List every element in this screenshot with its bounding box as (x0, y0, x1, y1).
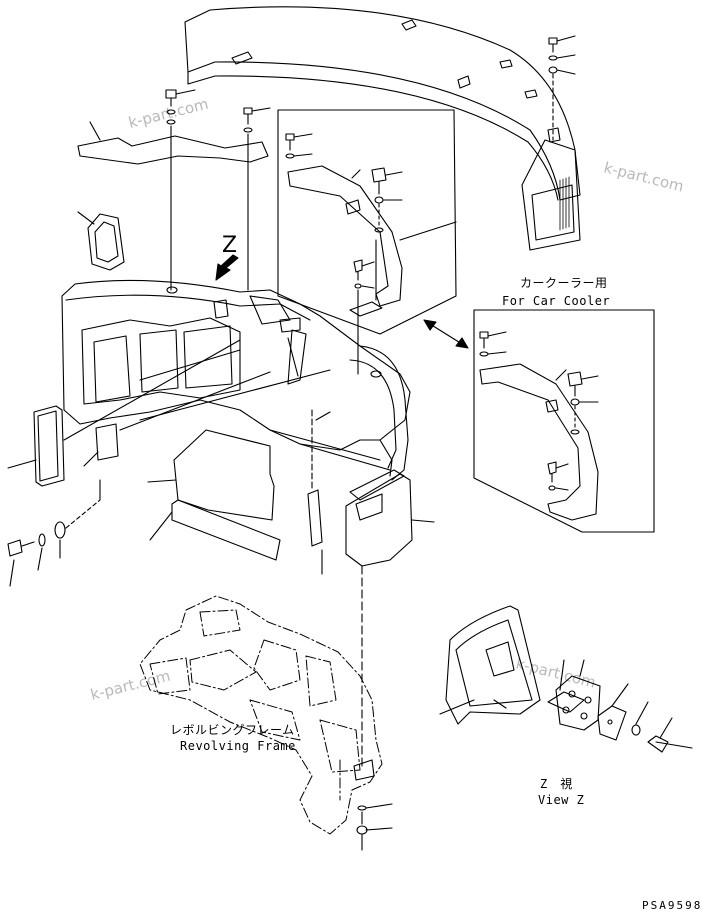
z-marker: Z (222, 233, 237, 258)
car-cooler-label-jp: カークーラー用 (520, 276, 608, 290)
watermark: k-part.com (602, 158, 686, 195)
revolving-frame-label-en: Revolving Frame (180, 739, 296, 753)
top-left-plate (77, 89, 271, 291)
floor-mats (147, 429, 281, 561)
bolt-set-bottom (353, 759, 393, 851)
small-block-left (77, 211, 125, 271)
top-cover (184, 6, 581, 251)
view-z-label-jp: Z 視 (540, 776, 573, 791)
side-block (345, 469, 435, 771)
view-z-detail (439, 605, 693, 753)
watermark: k-part.com (89, 667, 173, 704)
left-pads (7, 405, 119, 487)
double-arrow-icon (423, 319, 469, 349)
drawing-code: PSA9598 (642, 899, 702, 912)
bolt-set-lower-left (7, 479, 101, 587)
main-body (61, 279, 411, 481)
bolt-set-top-right (548, 35, 576, 141)
view-z-label-en: View Z (538, 793, 584, 807)
vertical-strip (307, 409, 331, 575)
watermark: k-part.com (514, 654, 598, 691)
car-cooler-label-en: For Car Cooler (502, 294, 610, 308)
revolving-frame (139, 595, 383, 835)
car-cooler-box (473, 309, 655, 533)
revolving-frame-label-jp: レボルビングフレーム (170, 723, 295, 737)
center-panel (277, 109, 457, 375)
z-arrow-icon (215, 254, 239, 281)
